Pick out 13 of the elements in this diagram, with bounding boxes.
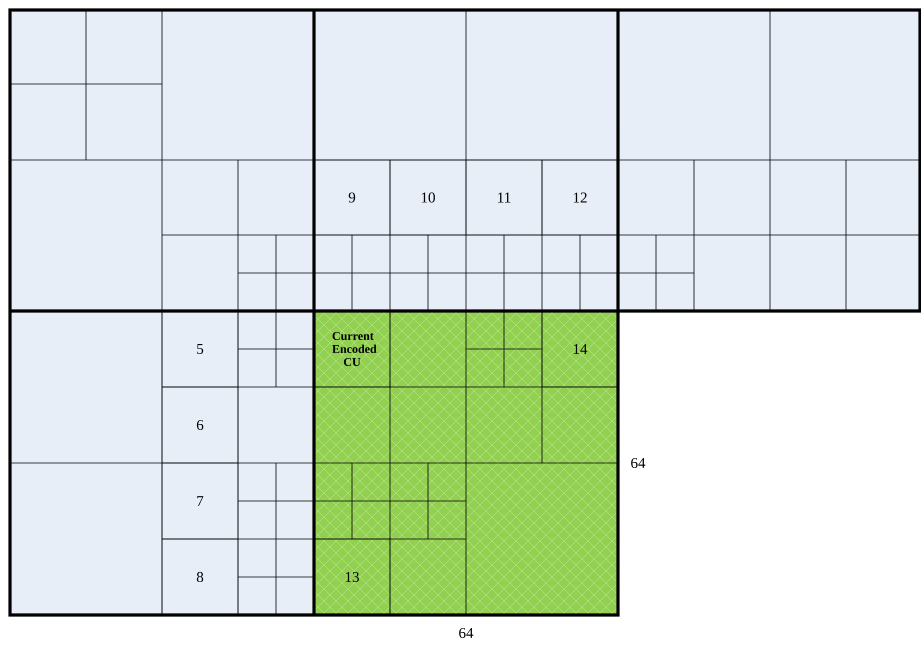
block-cell: 13	[314, 538, 390, 616]
block-cell: 12	[542, 160, 618, 236]
block-cell: Current Encoded CU	[314, 310, 390, 388]
dimension-label: 64	[631, 458, 646, 468]
block-cell: 14	[542, 310, 618, 388]
block-cell: 10	[390, 160, 466, 236]
block-cell: 5	[162, 310, 238, 388]
block-cell: 7	[162, 462, 238, 540]
block-cell: 11	[466, 160, 542, 236]
block-cell: 9	[314, 160, 390, 236]
block-cell: 8	[162, 538, 238, 616]
dimension-label: 64	[459, 628, 474, 638]
block-cell: 6	[162, 386, 238, 464]
